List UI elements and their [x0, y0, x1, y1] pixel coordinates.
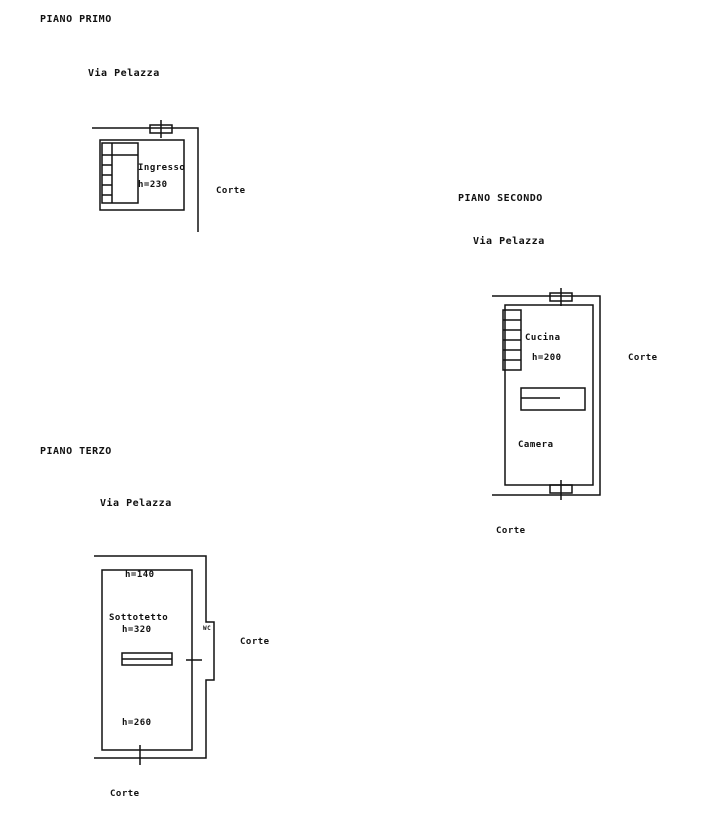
- courtyard-label: Corte: [240, 637, 270, 647]
- plan-piano-terzo: [94, 555, 215, 765]
- floor-title: PIANO PRIMO: [40, 14, 112, 25]
- height-label: h=230: [138, 180, 168, 190]
- height-label: h=140: [125, 570, 155, 580]
- floor-title: PIANO SECONDO: [458, 193, 543, 204]
- street-label: Via Pelazza: [88, 68, 160, 79]
- room-label: Camera: [518, 440, 554, 450]
- height-label: h=260: [122, 718, 152, 728]
- room-label: Sottotetto: [109, 613, 169, 623]
- plan-piano-secondo: [492, 288, 601, 500]
- street-label: Via Pelazza: [473, 236, 545, 247]
- courtyard-label: Corte: [216, 186, 246, 196]
- height-label: h=200: [532, 353, 562, 363]
- courtyard-label: Corte: [496, 526, 526, 536]
- plan-piano-primo: [92, 120, 199, 232]
- room-label: Cucina: [525, 333, 561, 343]
- floor-title: PIANO TERZO: [40, 446, 112, 457]
- room-label: Ingresso: [138, 163, 186, 173]
- street-label: Via Pelazza: [100, 498, 172, 509]
- courtyard-label: Corte: [628, 353, 658, 363]
- wc-label: WC: [203, 625, 212, 632]
- height-label: h=320: [122, 625, 152, 635]
- courtyard-label: Corte: [110, 789, 140, 799]
